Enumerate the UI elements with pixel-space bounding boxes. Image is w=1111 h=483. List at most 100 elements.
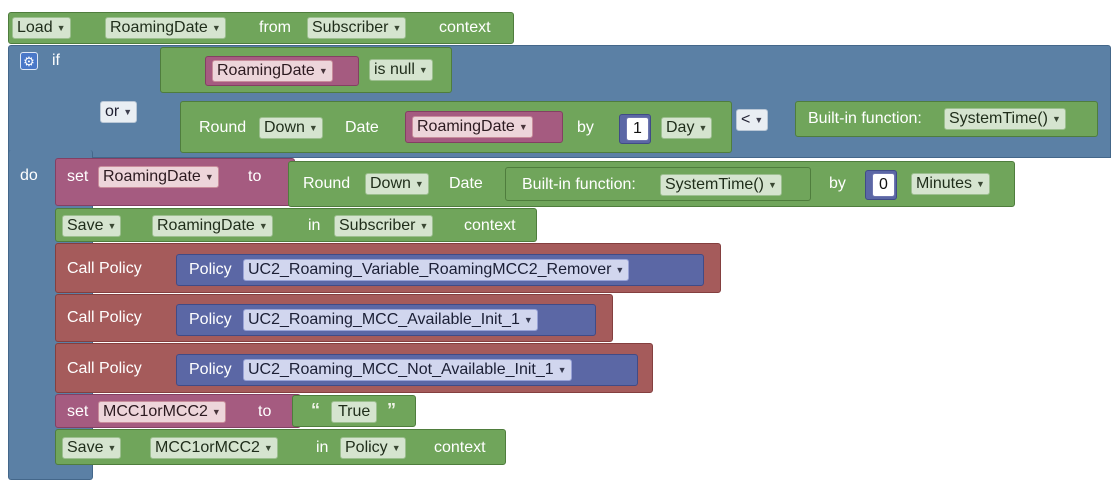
set1-builtin-block[interactable]: Built-in function: SystemTime()▼ (505, 167, 811, 201)
save2-in-label: in (316, 439, 329, 456)
call-policy-block[interactable]: Call Policy Policy UC2_Roaming_Variable_… (55, 243, 721, 293)
round-amount-field[interactable]: 1 (626, 117, 649, 141)
is-null-dropdown[interactable]: is null▼ (369, 59, 433, 81)
triangle-down-icon: ▼ (263, 443, 273, 453)
triangle-down-icon: ▼ (258, 221, 268, 231)
compare-operator-dropdown[interactable]: <▼ (736, 109, 769, 131)
triangle-down-icon: ▼ (56, 23, 66, 33)
policy-dropdown[interactable]: UC2_Roaming_MCC_Not_Available_Init_1▼ (243, 359, 572, 381)
text-value-field[interactable]: True (331, 401, 378, 423)
is-null-value: is null (374, 61, 415, 78)
gear-icon[interactable]: ⚙ (20, 52, 38, 70)
save2-variable-dropdown[interactable]: MCC1orMCC2▼ (150, 437, 278, 459)
is-null-block[interactable]: RoamingDate▼ is null▼ (160, 47, 452, 93)
triangle-down-icon: ▼ (976, 179, 985, 189)
set2-variable-dropdown[interactable]: MCC1orMCC2▼ (98, 401, 226, 423)
set1-variable-dropdown[interactable]: RoamingDate▼ (98, 166, 219, 188)
triangle-down-icon: ▼ (392, 23, 402, 33)
triangle-down-icon: ▼ (414, 179, 424, 189)
by-label: by (577, 119, 594, 136)
cond1-variable-dropdown[interactable]: RoamingDate▼ (212, 60, 333, 82)
triangle-down-icon: ▼ (308, 123, 318, 133)
save-roaming-date-block[interactable]: Save▼ RoamingDate▼ in Subscriber▼ contex… (55, 208, 537, 242)
load-scope-dropdown[interactable]: Subscriber▼ (307, 17, 407, 39)
compare-left-round-block[interactable]: Round Down▼ Date RoamingDate▼ by 1 Day▼ (180, 101, 732, 153)
close-quote: ” (387, 400, 396, 420)
or-dropdown[interactable]: or▼ (100, 101, 138, 123)
call-policy-block[interactable]: Call Policy Policy UC2_Roaming_MCC_Not_A… (55, 343, 653, 393)
save2-action-value: Save (67, 439, 104, 456)
policy-block[interactable]: Policy UC2_Roaming_MCC_Not_Available_Ini… (176, 354, 638, 386)
round-date-variable-block[interactable]: RoamingDate▼ (405, 111, 563, 143)
save-mcc-block[interactable]: Save▼ MCC1orMCC2▼ in Policy▼ context (55, 429, 506, 465)
save1-variable-value: RoamingDate (157, 217, 255, 234)
save1-variable-dropdown[interactable]: RoamingDate▼ (152, 215, 273, 237)
triangle-down-icon: ▼ (391, 443, 401, 453)
builtin-function-block[interactable]: Built-in function: SystemTime()▼ (795, 101, 1098, 137)
triangle-down-icon: ▼ (754, 115, 764, 125)
cond2-variable-value: RoamingDate (417, 118, 515, 135)
call-policy-block[interactable]: Call Policy Policy UC2_Roaming_MCC_Avail… (55, 294, 613, 342)
or-value: or (105, 103, 120, 120)
save1-action-value: Save (67, 217, 104, 234)
triangle-down-icon: ▼ (698, 123, 708, 133)
roaming-date-variable-block[interactable]: RoamingDate▼ (205, 56, 359, 86)
set-roaming-date-block[interactable]: set RoamingDate▼ to (55, 158, 295, 206)
triangle-down-icon: ▼ (767, 180, 777, 190)
set-mcc-block[interactable]: set MCC1orMCC2▼ to (55, 394, 301, 428)
policy-dropdown[interactable]: UC2_Roaming_MCC_Available_Init_1▼ (243, 309, 538, 331)
set1-round-label: Round (303, 175, 351, 192)
text-value: True (338, 403, 371, 420)
round-mode-dropdown[interactable]: Down▼ (259, 117, 323, 139)
set1-round-mode-dropdown[interactable]: Down▼ (365, 173, 429, 195)
triangle-down-icon: ▼ (615, 265, 625, 275)
set1-variable-value: RoamingDate (103, 168, 201, 185)
set1-by-label: by (829, 175, 846, 192)
set1-round-mode-value: Down (370, 175, 411, 192)
set1-builtin-func-dropdown[interactable]: SystemTime()▼ (660, 174, 782, 196)
set1-unit-dropdown[interactable]: Minutes▼ (911, 173, 990, 195)
triangle-down-icon: ▼ (518, 122, 528, 132)
set1-amount-field[interactable]: 0 (872, 173, 895, 197)
policy-label: Policy (189, 261, 232, 278)
save1-in-label: in (308, 217, 321, 234)
policy-block[interactable]: Policy UC2_Roaming_MCC_Available_Init_1▼ (176, 304, 596, 336)
triangle-down-icon: ▼ (107, 443, 117, 453)
triangle-down-icon: ▼ (523, 315, 533, 325)
set1-unit-value: Minutes (916, 175, 973, 192)
load-variable-dropdown[interactable]: RoamingDate▼ (105, 17, 226, 39)
save2-variable-value: MCC1orMCC2 (155, 439, 260, 456)
builtin-func-dropdown[interactable]: SystemTime()▼ (944, 108, 1066, 130)
if-label: if (52, 52, 60, 69)
save2-scope-dropdown[interactable]: Policy▼ (340, 437, 406, 459)
triangle-down-icon: ▼ (211, 23, 221, 33)
save2-action-dropdown[interactable]: Save▼ (62, 437, 122, 459)
policy-value: UC2_Roaming_Variable_RoamingMCC2_Remover (248, 261, 612, 278)
save2-scope-value: Policy (345, 439, 388, 456)
text-literal-block[interactable]: “ True ” (292, 395, 416, 427)
save1-action-dropdown[interactable]: Save▼ (62, 215, 122, 237)
policy-block[interactable]: Policy UC2_Roaming_Variable_RoamingMCC2_… (176, 254, 704, 286)
load-action-dropdown[interactable]: Load▼ (12, 17, 71, 39)
save2-context-label: context (434, 439, 486, 456)
round-unit-dropdown[interactable]: Day▼ (661, 117, 713, 139)
builtin-func-value: SystemTime() (949, 110, 1048, 127)
call-policy-label: Call Policy (67, 260, 142, 277)
set1-date-label: Date (449, 175, 483, 192)
triangle-down-icon: ▼ (204, 172, 214, 182)
save1-scope-dropdown[interactable]: Subscriber▼ (334, 215, 434, 237)
builtin-label: Built-in function: (808, 110, 922, 127)
save1-scope-value: Subscriber (339, 217, 416, 234)
set1-amount-block[interactable]: 0 (865, 170, 897, 200)
call-policy-label: Call Policy (67, 309, 142, 326)
policy-label: Policy (189, 311, 232, 328)
load-block[interactable]: Load▼ RoamingDate▼ from Subscriber▼ cont… (8, 12, 514, 44)
round-amount-block[interactable]: 1 (619, 114, 651, 144)
cond2-variable-dropdown[interactable]: RoamingDate▼ (412, 116, 533, 138)
policy-dropdown[interactable]: UC2_Roaming_Variable_RoamingMCC2_Remover… (243, 259, 630, 281)
set1-round-block[interactable]: Round Down▼ Date Built-in function: Syst… (288, 161, 1015, 207)
do-label: do (20, 167, 38, 184)
set1-builtin-label: Built-in function: (522, 176, 636, 193)
set2-to-label: to (258, 403, 272, 420)
set2-set-label: set (67, 403, 89, 420)
